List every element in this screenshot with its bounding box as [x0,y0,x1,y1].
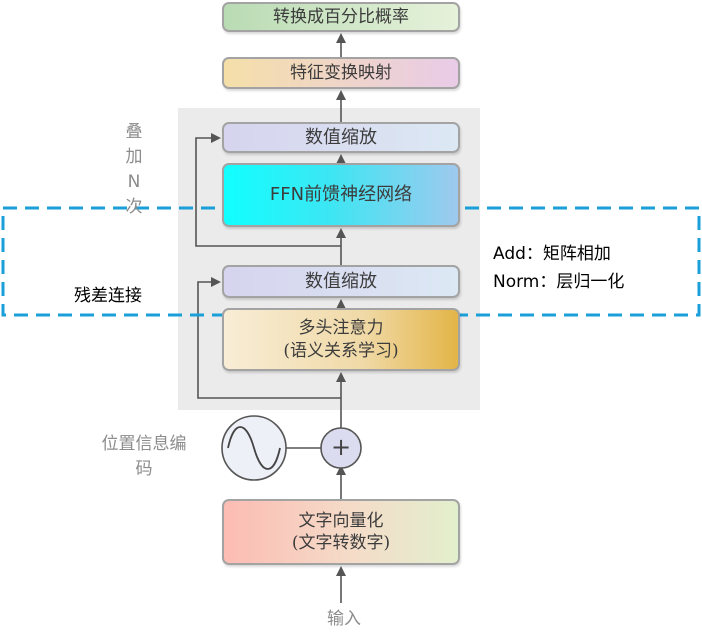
embedding-label-line2: (文字转数字) [291,533,391,553]
probability-output-label: 转换成百分比概率 [273,6,409,27]
feature-transform-box: 特征变换映射 [222,57,460,89]
ffn-label: FFN前馈神经网络 [269,184,413,206]
norm-note: Norm：层归一化 [493,272,625,292]
add-circle [320,427,362,469]
ffn-box: FFN前馈神经网络 [222,163,460,227]
positional-encoding-label-line1: 位置信息编 [101,434,187,454]
positional-encoding-label-line2: 码 [135,459,153,479]
residual-connection-lower [197,277,341,399]
stack-label-char: 加 [125,147,143,167]
attention-label-line2: (语义关系学习) [283,340,399,361]
residual-connection-label: 残差连接 [74,286,142,306]
add-norm-note: Add：矩阵相加 Norm：层归一化 [493,240,624,296]
add-norm-upper-label: 数值缩放 [305,126,377,148]
plus-symbol: + [330,433,352,461]
embedding-label-line1: 文字向量化 [298,510,384,531]
stack-n-times-label: 叠 加 N 次 [118,120,150,220]
stack-label-char: 次 [125,197,143,217]
residual-connection-upper [195,133,341,247]
add-norm-box-upper: 数值缩放 [222,122,460,153]
probability-output-box: 转换成百分比概率 [222,2,460,32]
add-note: Add：矩阵相加 [493,244,611,264]
positional-encoding-label: 位置信息编 码 [80,432,208,482]
sine-wave-icon [221,415,287,481]
multi-head-attention-box: 多头注意力 (语义关系学习) [222,308,460,371]
stack-label-char: N [127,172,141,192]
input-label: 输入 [327,609,361,629]
add-norm-lower-label: 数值缩放 [305,270,377,292]
embedding-box: 文字向量化 (文字转数字) [222,499,460,565]
feature-transform-label: 特征变换映射 [290,62,392,83]
add-norm-box-lower: 数值缩放 [222,265,460,298]
stack-label-char: 叠 [125,122,143,142]
attention-label-line1: 多头注意力 [298,318,384,339]
